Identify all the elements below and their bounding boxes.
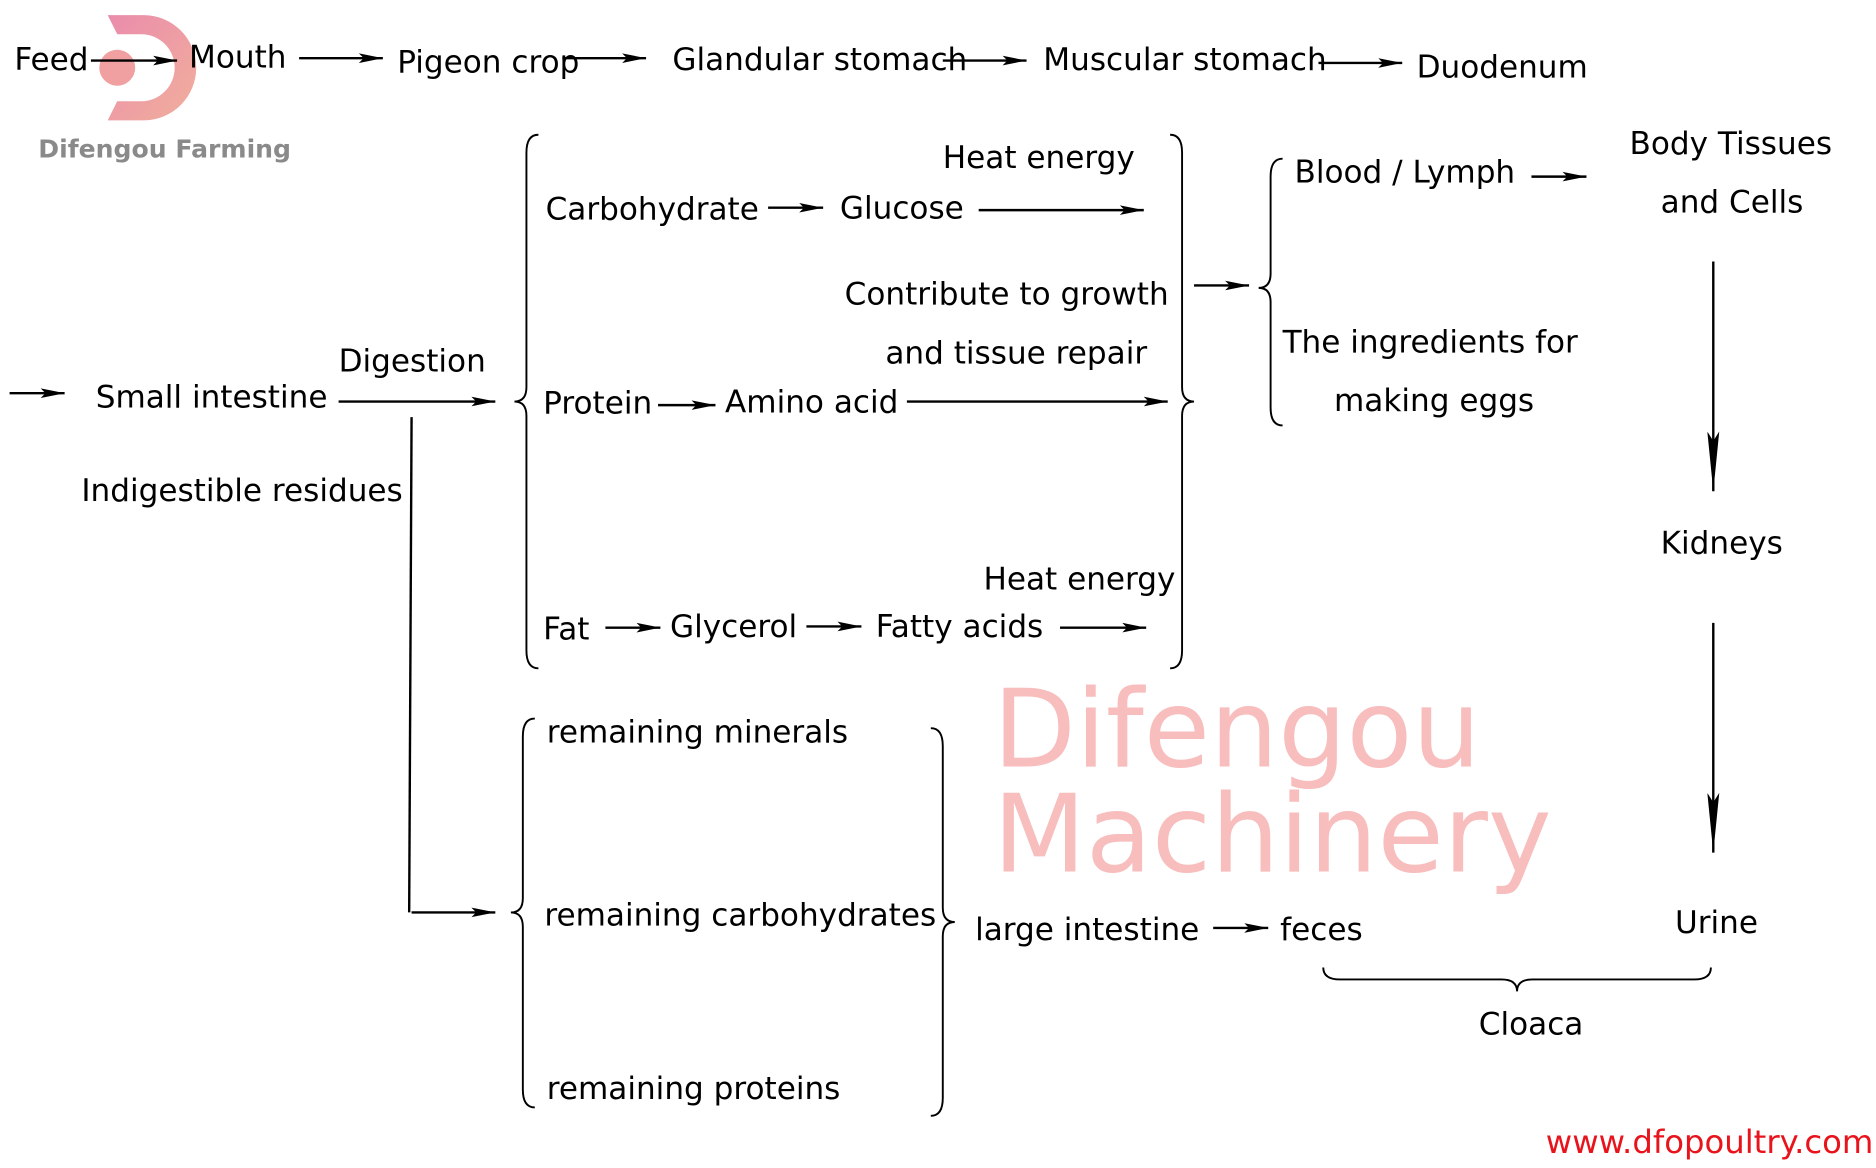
label-protein: Protein — [543, 386, 652, 422]
label-repair: and tissue repair — [885, 335, 1147, 371]
label-mouth: Mouth — [189, 40, 286, 76]
label-and-cells: and Cells — [1661, 185, 1804, 221]
label-fatty-acids: Fatty acids — [876, 609, 1043, 645]
watermark: Difengou Machinery — [993, 667, 1552, 897]
label-eggs-1: The ingredients for — [1282, 324, 1578, 360]
label-blood-lymph: Blood / Lymph — [1295, 155, 1516, 191]
label-duodenum: Duodenum — [1417, 49, 1588, 85]
label-fat: Fat — [543, 612, 589, 648]
label-body-tissues: Body Tissues — [1630, 126, 1833, 162]
label-feces: feces — [1280, 912, 1363, 948]
logo: Difengou Farming — [38, 15, 291, 163]
label-glandular-stomach: Glandular stomach — [672, 42, 967, 78]
label-feed: Feed — [14, 42, 88, 78]
logo-text: Difengou Farming — [38, 134, 291, 163]
label-urine: Urine — [1675, 905, 1758, 941]
label-eggs-2: making eggs — [1334, 383, 1534, 419]
label-glucose: Glucose — [840, 190, 964, 226]
label-amino-acid: Amino acid — [725, 384, 898, 420]
arrows — [9, 53, 1720, 933]
label-fat-heat: Heat energy — [983, 561, 1175, 597]
label-remaining-minerals: remaining minerals — [547, 715, 848, 751]
brace — [514, 133, 539, 670]
braces — [510, 133, 1712, 1117]
label-muscular-stomach: Muscular stomach — [1043, 42, 1326, 78]
label-cloaca: Cloaca — [1479, 1006, 1584, 1042]
label-carbohydrate: Carbohydrate — [546, 192, 759, 228]
brace — [930, 727, 955, 1117]
label-digestion: Digestion — [339, 344, 486, 380]
brace — [1258, 157, 1283, 427]
label-large-intestine: large intestine — [975, 912, 1199, 948]
label-remaining-proteins: remaining proteins — [547, 1071, 841, 1107]
label-glycerol: Glycerol — [670, 609, 797, 645]
cloaca-brace — [1322, 967, 1712, 992]
brace — [510, 717, 535, 1109]
label-carb-heat: Heat energy — [943, 140, 1135, 176]
label-kidneys: Kidneys — [1661, 525, 1783, 561]
label-indigestible: Indigestible residues — [81, 473, 402, 509]
website-url[interactable]: www.dfopoultry.com — [1546, 1123, 1874, 1161]
label-remaining-carbs: remaining carbohydrates — [544, 898, 936, 934]
label-pigeon-crop: Pigeon crop — [397, 45, 579, 81]
connector-line — [407, 417, 413, 913]
label-small-intestine: Small intestine — [96, 380, 328, 416]
label-growth: Contribute to growth — [845, 277, 1169, 313]
